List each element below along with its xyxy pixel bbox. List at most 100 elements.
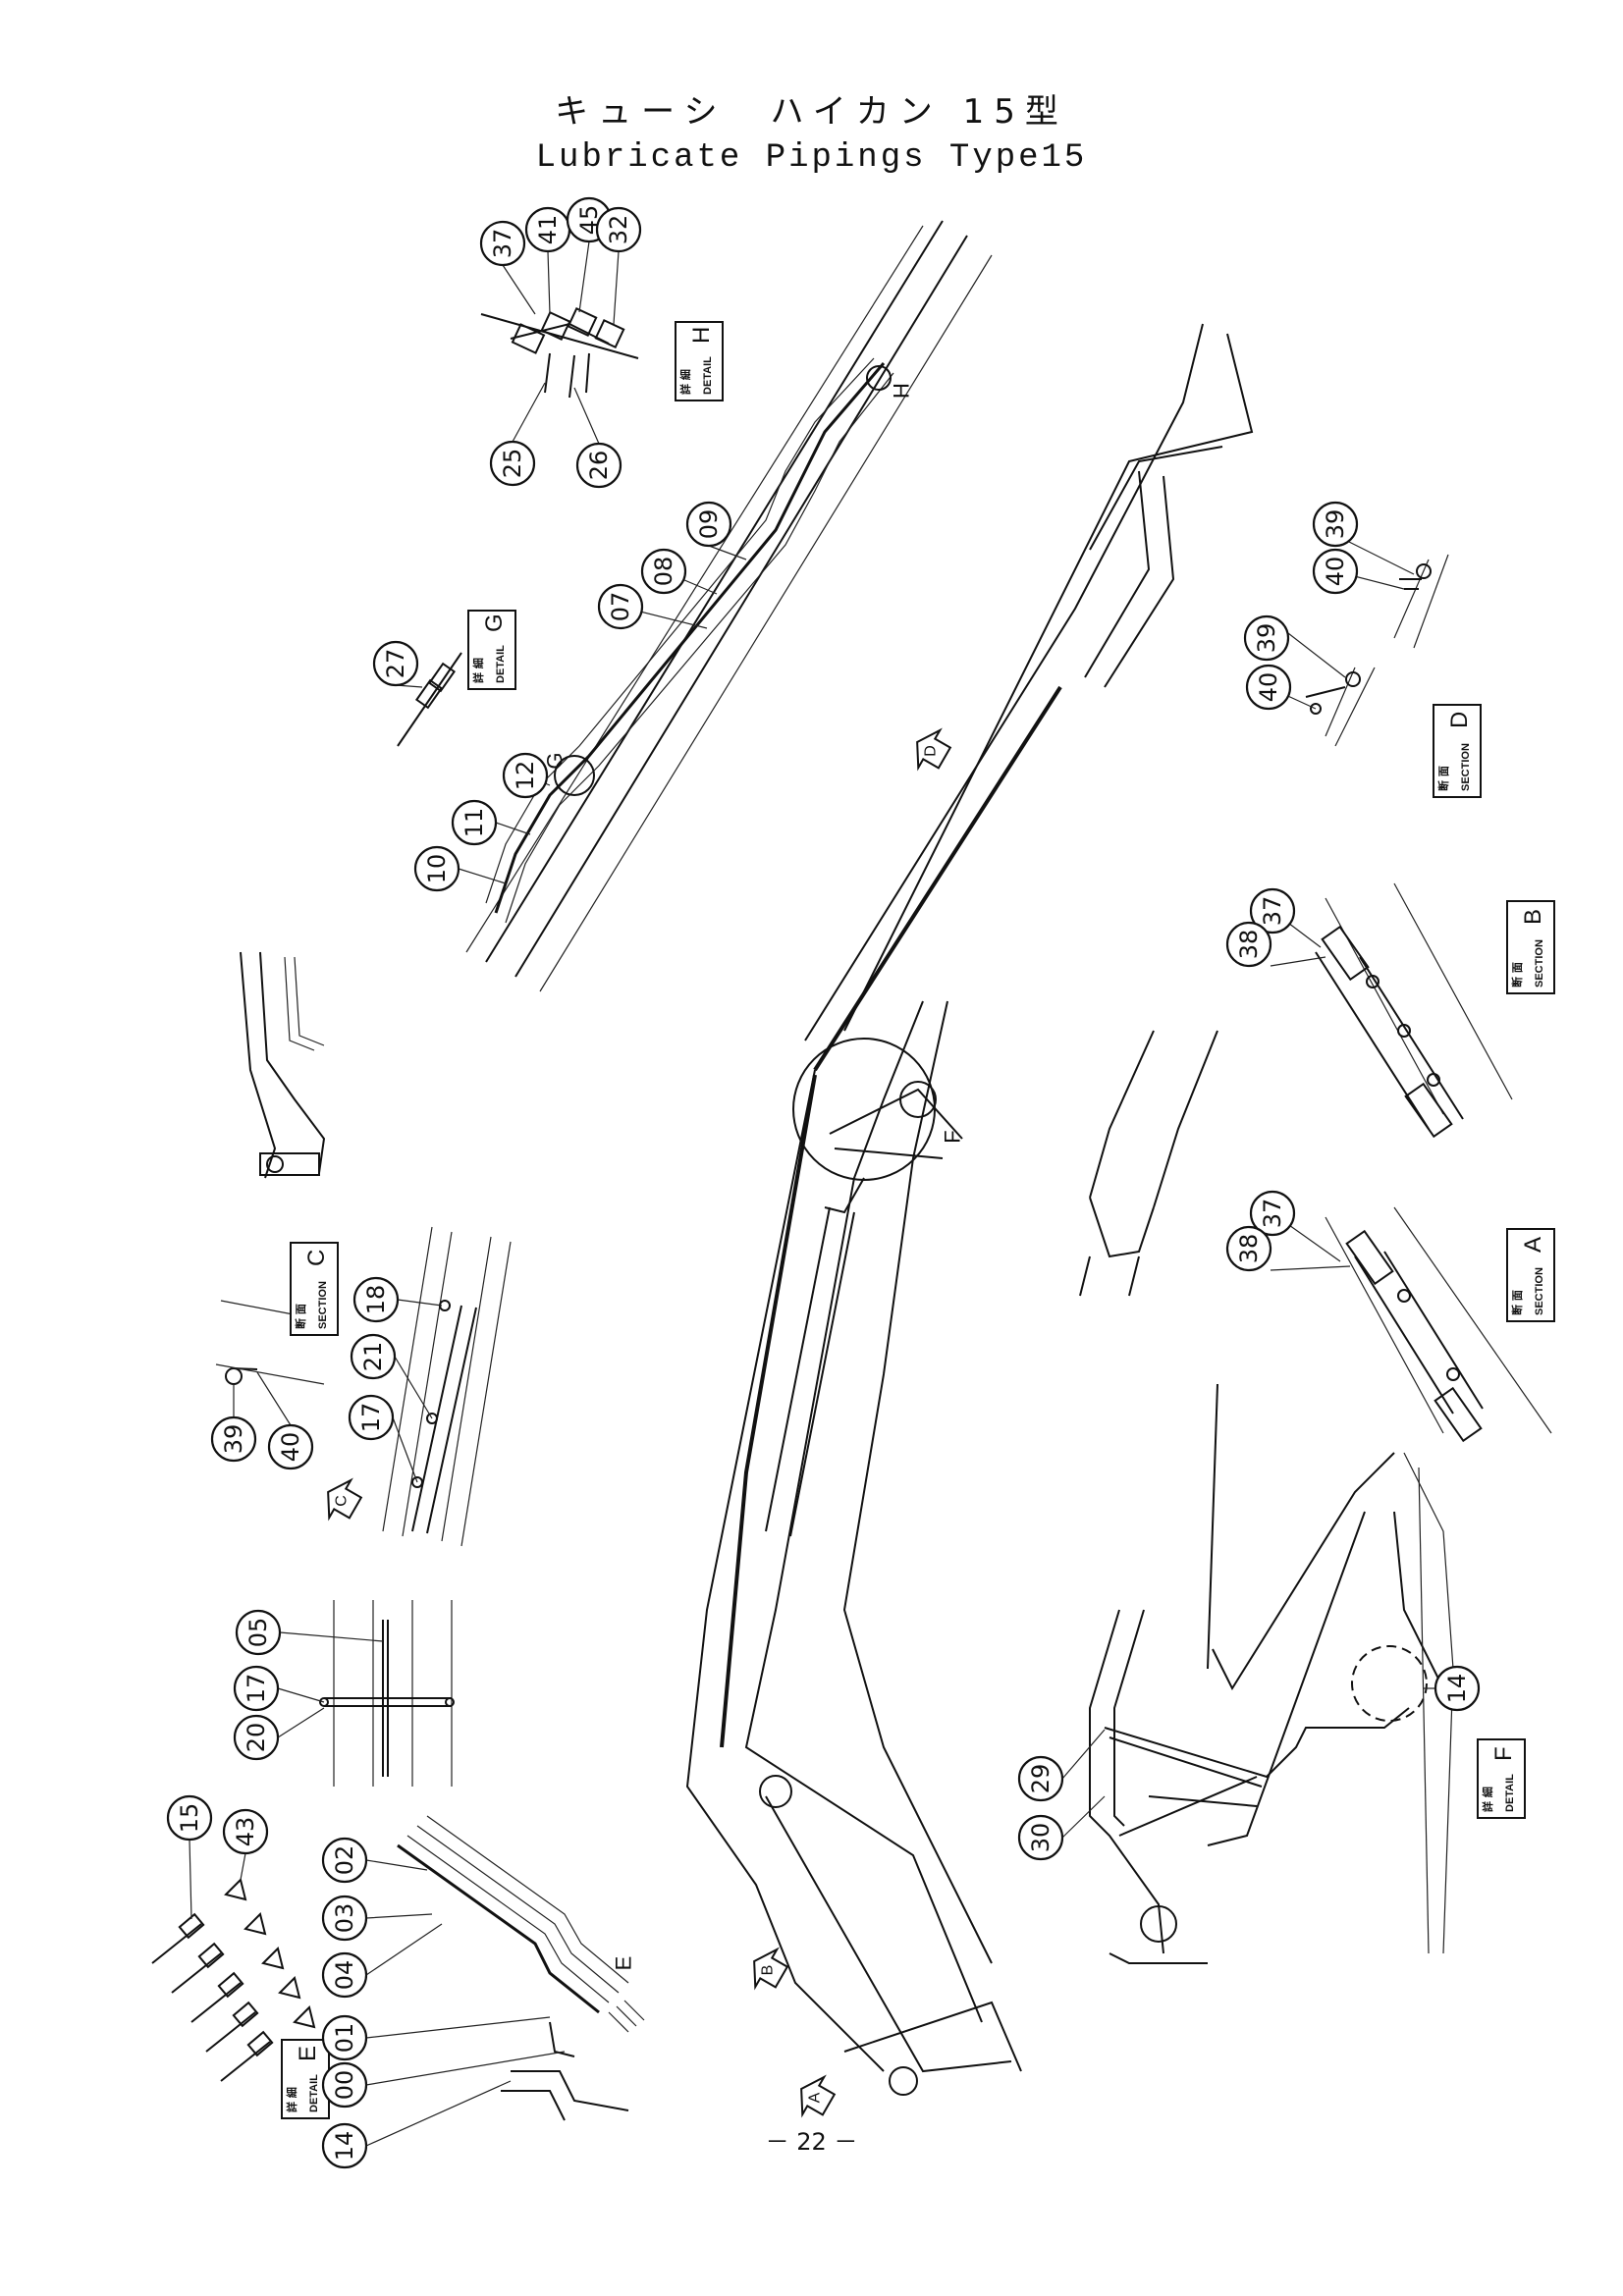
part-39: 39 <box>1253 623 1280 654</box>
part-10: 10 <box>423 854 451 884</box>
label-section-c: 断 面 SECTION C <box>290 1242 339 1336</box>
part-15: 15 <box>176 1803 203 1834</box>
svg-text:DETAIL: DETAIL <box>1504 1774 1516 1812</box>
svg-text:C: C <box>303 1250 330 1266</box>
label-detail-e: 詳 細 DETAIL E <box>281 2039 330 2119</box>
part-03: 03 <box>331 1903 358 1934</box>
svg-text:DETAIL: DETAIL <box>495 645 507 683</box>
svg-text:SECTION: SECTION <box>1534 939 1545 988</box>
part-17: 17 <box>243 1674 270 1704</box>
svg-text:E: E <box>295 2046 321 2061</box>
label-section-a: 断 面 SECTION A <box>1506 1228 1555 1322</box>
part-30: 30 <box>1027 1823 1055 1853</box>
part-17: 17 <box>357 1403 385 1433</box>
view-arrow-c: C <box>327 1477 363 1522</box>
part-07: 07 <box>607 592 634 622</box>
svg-text:詳 細: 詳 細 <box>1481 1787 1494 1812</box>
page-title-english: Lubricate Pipings Type15 <box>535 139 1088 177</box>
detail-g-fitting <box>397 652 462 747</box>
part-37: 37 <box>1259 896 1286 927</box>
mark-h: H <box>890 383 914 399</box>
mark-e: E <box>612 1956 636 1971</box>
svg-text:F: F <box>1490 1746 1517 1761</box>
svg-text:SECTION: SECTION <box>317 1281 329 1329</box>
part-12: 12 <box>512 761 539 791</box>
part-14: 14 <box>1443 1674 1471 1704</box>
section-d <box>1305 554 1449 747</box>
part-37: 37 <box>489 229 516 259</box>
arm-link-view <box>240 951 326 1179</box>
part-41: 41 <box>534 215 562 245</box>
part-21: 21 <box>359 1342 387 1372</box>
view-arrow-a: A <box>800 2074 837 2118</box>
part-40: 40 <box>1255 672 1282 703</box>
part-25: 25 <box>499 449 526 479</box>
part-26: 26 <box>585 451 613 481</box>
svg-text:D: D <box>1446 712 1473 728</box>
detail-e-fittings <box>151 1878 316 2082</box>
svg-text:A: A <box>1520 1237 1546 1253</box>
page-number: － 22 － <box>765 2128 858 2156</box>
part-05: 05 <box>244 1618 272 1648</box>
svg-text:詳 細: 詳 細 <box>678 369 692 395</box>
boom-arm-outline <box>465 220 1254 2096</box>
section-b <box>1315 882 1513 1139</box>
mark-g: G <box>543 752 568 769</box>
label-detail-f: 詳 細 DETAIL F <box>1477 1738 1526 1819</box>
detail-h-fittings <box>480 306 639 399</box>
detail-marks: H G F E <box>543 383 965 1970</box>
part-38: 38 <box>1235 1234 1263 1264</box>
part-39: 39 <box>1322 509 1349 540</box>
part-balloons: 37 41 45 32 25 26 09 08 07 27 12 11 10 3… <box>166 196 1481 2169</box>
base-piping <box>397 1815 645 2121</box>
section-c <box>215 1226 512 1547</box>
part-14: 14 <box>331 2131 358 2162</box>
page-title-japanese: キューシ ハイカン 15型 <box>555 92 1068 132</box>
part-20: 20 <box>243 1723 270 1753</box>
svg-text:B: B <box>760 1965 777 1976</box>
svg-text:DETAIL: DETAIL <box>702 356 714 395</box>
svg-text:A: A <box>807 2092 824 2103</box>
view-arrows: D C B A <box>327 727 952 2118</box>
svg-text:SECTION: SECTION <box>1534 1267 1545 1315</box>
part-02: 02 <box>331 1845 358 1876</box>
part-18: 18 <box>362 1285 390 1315</box>
part-00: 00 <box>331 2070 358 2101</box>
part-38: 38 <box>1235 930 1263 960</box>
svg-text:断 面: 断 面 <box>1510 962 1524 988</box>
svg-text:詳 細: 詳 細 <box>285 2087 298 2112</box>
part-43: 43 <box>232 1817 259 1847</box>
svg-text:G: G <box>481 614 508 632</box>
part-40: 40 <box>1322 557 1349 587</box>
part-09: 09 <box>695 509 723 540</box>
part-40: 40 <box>277 1432 304 1463</box>
svg-text:DETAIL: DETAIL <box>308 2074 320 2112</box>
part-29: 29 <box>1027 1764 1055 1794</box>
detail-05-area <box>319 1600 455 1787</box>
part-32: 32 <box>605 215 632 245</box>
part-39: 39 <box>220 1424 247 1455</box>
part-08: 08 <box>650 557 677 587</box>
cylinder-view <box>1079 1030 1218 1297</box>
mark-f: F <box>941 1130 965 1143</box>
svg-text:SECTION: SECTION <box>1460 743 1472 791</box>
part-01: 01 <box>331 2023 358 2054</box>
svg-text:断 面: 断 面 <box>1510 1290 1524 1315</box>
svg-text:断 面: 断 面 <box>294 1304 307 1329</box>
section-a <box>1325 1206 1552 1443</box>
svg-text:B: B <box>1520 909 1546 925</box>
part-04: 04 <box>331 1960 358 1991</box>
view-arrow-b: B <box>753 1947 789 1991</box>
svg-text:断 面: 断 面 <box>1436 766 1450 791</box>
part-11: 11 <box>460 808 488 838</box>
part-37: 37 <box>1259 1199 1286 1229</box>
part-27: 27 <box>382 649 409 679</box>
view-arrow-d: D <box>916 727 952 772</box>
label-section-d: 断 面 SECTION D <box>1433 704 1482 798</box>
svg-text:詳 細: 詳 細 <box>471 658 485 683</box>
svg-text:C: C <box>334 1495 351 1507</box>
label-detail-h: 詳 細 DETAIL H <box>675 321 724 401</box>
boom-pipes <box>485 357 894 924</box>
svg-text:H: H <box>688 327 715 344</box>
